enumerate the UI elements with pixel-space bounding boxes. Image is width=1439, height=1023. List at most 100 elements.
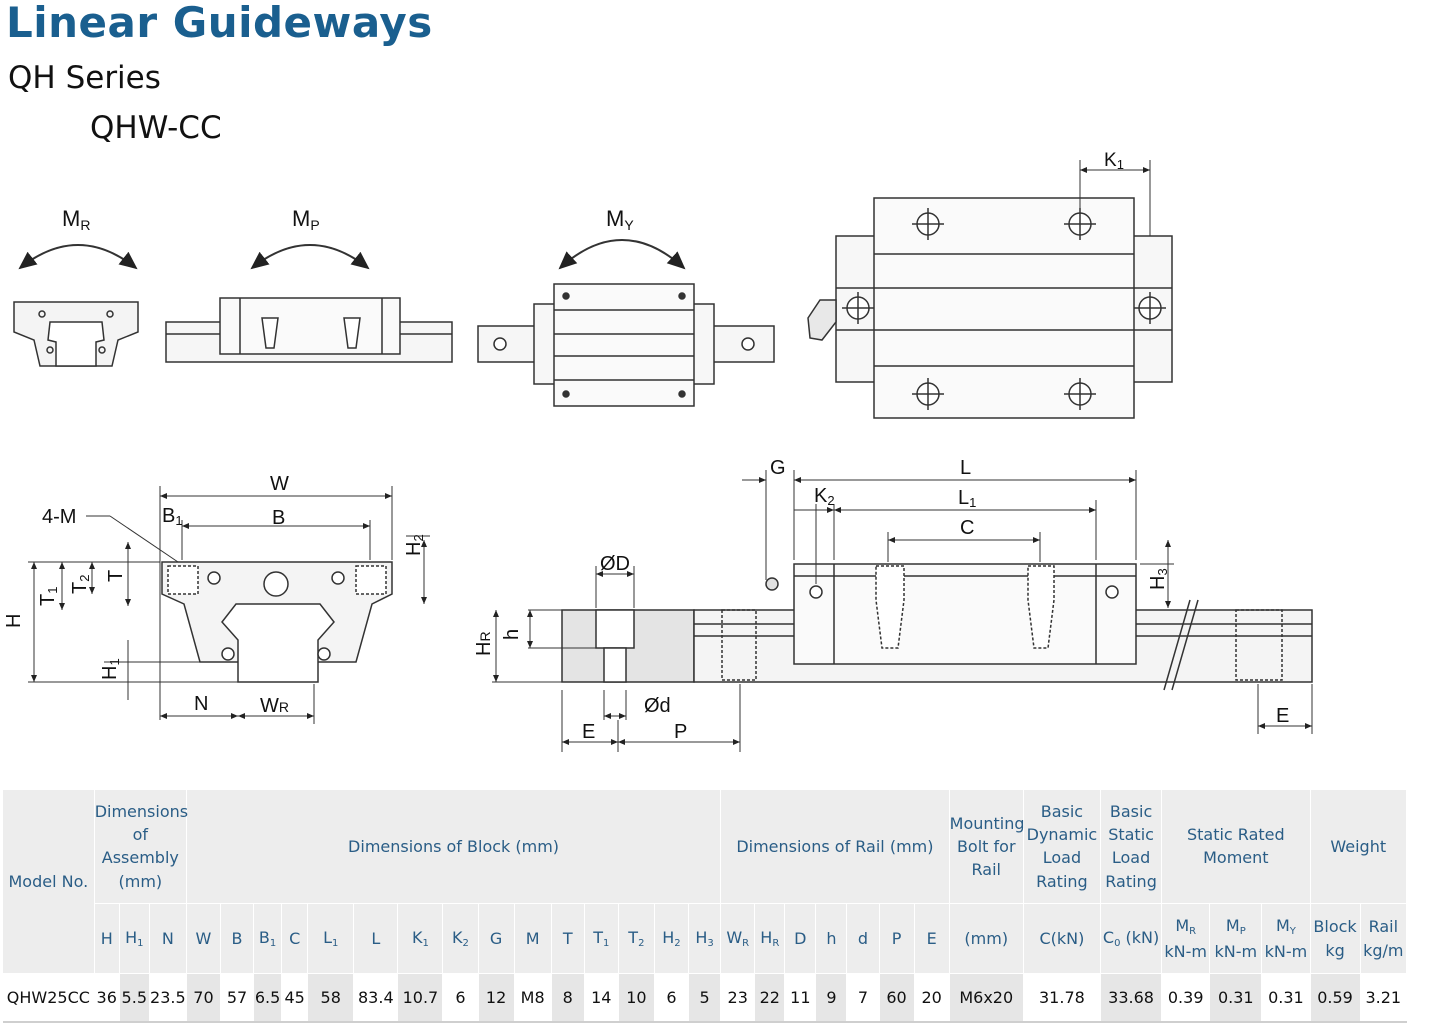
cell: 14 bbox=[584, 973, 619, 1023]
sub-header: C bbox=[281, 903, 309, 975]
label-mr: MR bbox=[62, 206, 90, 233]
cell: 10 bbox=[618, 973, 655, 1023]
sub-header: E bbox=[914, 903, 950, 975]
label-b1: B1 bbox=[162, 505, 183, 528]
cell: 60 bbox=[879, 973, 915, 1023]
label-4m: 4-M bbox=[42, 506, 76, 528]
cell: M6x20 bbox=[949, 973, 1024, 1023]
sub-header: d bbox=[846, 903, 880, 975]
sub-header: C(kN) bbox=[1023, 903, 1102, 975]
cell: 11 bbox=[784, 973, 817, 1023]
top-view-icon bbox=[477, 283, 775, 407]
label-my: MY bbox=[606, 206, 634, 233]
cell: 5.5 bbox=[119, 973, 150, 1023]
cell: 3.21 bbox=[1360, 973, 1408, 1023]
technical-drawing: MR MP MY bbox=[3, 150, 1313, 752]
label-h3: H3 bbox=[1147, 568, 1170, 590]
cell: 22 bbox=[754, 973, 786, 1023]
sub-header: G bbox=[478, 903, 515, 975]
sub-header: W bbox=[186, 903, 222, 975]
table-row: QHW25CC 36 5.5 23.5 70 57 6.5 45 58 83.4… bbox=[3, 973, 1408, 1023]
cell: 6 bbox=[654, 973, 689, 1023]
header-static: Basic Static Load Rating bbox=[1100, 790, 1163, 904]
header-model-no: Model No. bbox=[3, 790, 95, 975]
label-h: H bbox=[3, 614, 25, 628]
sub-header: M bbox=[514, 903, 552, 975]
sub-header: HR bbox=[754, 903, 786, 975]
cell: 70 bbox=[186, 973, 222, 1023]
series-name: QH Series bbox=[8, 60, 161, 96]
sub-header: h bbox=[815, 903, 848, 975]
label-b: B bbox=[272, 507, 285, 529]
sub-header: T bbox=[551, 903, 585, 975]
label-l1: L1 bbox=[958, 487, 976, 510]
rail-dimensions bbox=[492, 566, 741, 752]
label-h2: H2 bbox=[403, 534, 426, 556]
cell: 0.39 bbox=[1161, 973, 1211, 1023]
block-top-view bbox=[807, 197, 1173, 419]
side-view-icon bbox=[165, 297, 453, 363]
cell: 0.59 bbox=[1310, 973, 1361, 1023]
cell: 36 bbox=[94, 973, 120, 1023]
moment-my: MY bbox=[558, 206, 686, 270]
label-t1: T1 bbox=[37, 587, 60, 606]
cell: 6 bbox=[442, 973, 479, 1023]
cell: 45 bbox=[281, 973, 309, 1023]
label-g: G bbox=[770, 457, 786, 479]
sub-header: P bbox=[879, 903, 915, 975]
label-k2: K2 bbox=[814, 485, 835, 508]
sub-header: (mm) bbox=[949, 903, 1024, 975]
side-labels: G L K2 L1 C H3 ØD h HR Ød E P E bbox=[473, 457, 1289, 743]
header-weight: Weight bbox=[1310, 790, 1407, 904]
label-wr: WR bbox=[260, 695, 289, 717]
cell: 58 bbox=[307, 973, 355, 1023]
cell: M8 bbox=[514, 973, 552, 1023]
cell: 10.7 bbox=[397, 973, 444, 1023]
label-e-left: E bbox=[582, 721, 595, 743]
cell: 23 bbox=[720, 973, 756, 1023]
page-title: Linear Guideways bbox=[6, 0, 433, 47]
cell: 23.5 bbox=[149, 973, 187, 1023]
label-w: W bbox=[270, 473, 289, 495]
moment-mr: MR bbox=[18, 206, 138, 270]
label-c: C bbox=[960, 517, 974, 539]
sub-header: B1 bbox=[253, 903, 283, 975]
cell: 0.31 bbox=[1209, 973, 1263, 1023]
sub-header: H3 bbox=[688, 903, 722, 975]
sub-header: C0 (kN) bbox=[1100, 903, 1163, 975]
side-view-large bbox=[693, 563, 1313, 691]
side-dimensions bbox=[742, 470, 1313, 734]
spec-table: Model No. Dimensions of Assembly (mm) Di… bbox=[3, 790, 1408, 1023]
cell: 12 bbox=[478, 973, 515, 1023]
sub-header: T2 bbox=[618, 903, 655, 975]
sub-header: B bbox=[220, 903, 255, 975]
cell: 83.4 bbox=[353, 973, 399, 1023]
sub-header: K2 bbox=[442, 903, 479, 975]
header-block: Dimensions of Block (mm) bbox=[186, 790, 722, 904]
cell: 33.68 bbox=[1100, 973, 1163, 1023]
label-k1: K1 bbox=[1104, 150, 1124, 172]
sub-header: N bbox=[149, 903, 187, 975]
sub-header: H1 bbox=[119, 903, 150, 975]
cell: 8 bbox=[551, 973, 585, 1023]
header-rail: Dimensions of Rail (mm) bbox=[720, 790, 950, 904]
sub-header: L1 bbox=[307, 903, 355, 975]
front-view bbox=[161, 561, 393, 683]
rail-section bbox=[561, 609, 695, 683]
sub-header: T1 bbox=[584, 903, 619, 975]
label-p: P bbox=[674, 721, 687, 743]
cell: 9 bbox=[815, 973, 848, 1023]
label-h1: H1 bbox=[99, 658, 122, 680]
cell: 20 bbox=[914, 973, 950, 1023]
cell: 57 bbox=[220, 973, 255, 1023]
label-e-right: E bbox=[1276, 705, 1289, 727]
cell: 31.78 bbox=[1023, 973, 1102, 1023]
label-dia-d-upper: ØD bbox=[600, 553, 630, 575]
model-name: QHW-CC bbox=[90, 110, 222, 146]
cell: 0.31 bbox=[1261, 973, 1311, 1023]
header-dynamic: Basic Dynamic Load Rating bbox=[1023, 790, 1102, 904]
